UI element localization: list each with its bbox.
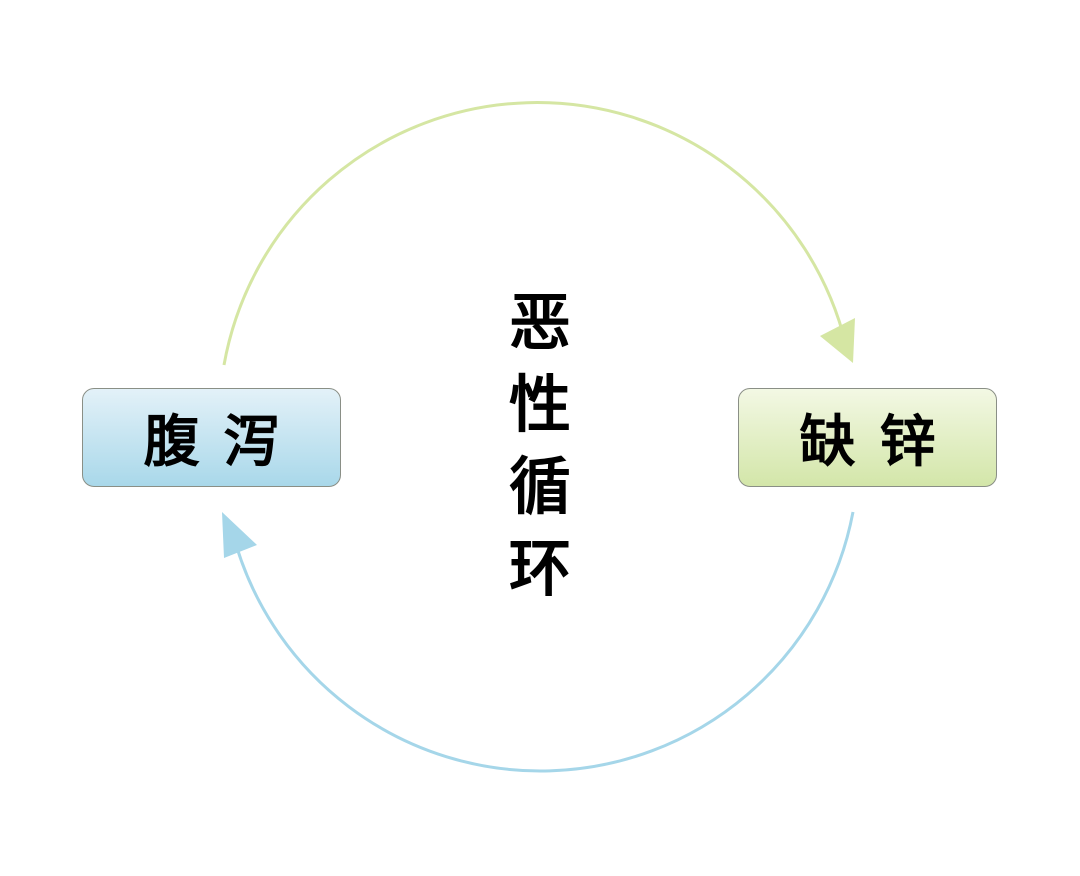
center-char: 恶 <box>508 286 571 359</box>
arrow-diarrhea-to-zinc <box>222 101 848 366</box>
center-char: 循 <box>508 450 571 523</box>
node-label: 缺锌 <box>799 410 960 475</box>
vicious-cycle-label: 恶 性 循 环 <box>500 282 580 610</box>
node-diarrhea: 腹泻 <box>82 388 341 487</box>
arrowhead-blue <box>222 512 257 558</box>
arrow-zinc-to-diarrhea <box>230 511 855 773</box>
node-zinc-deficiency: 缺锌 <box>738 388 997 487</box>
center-char: 环 <box>508 532 571 605</box>
arrowhead-green <box>820 318 855 363</box>
node-label: 腹泻 <box>143 410 304 475</box>
center-char: 性 <box>508 368 571 441</box>
